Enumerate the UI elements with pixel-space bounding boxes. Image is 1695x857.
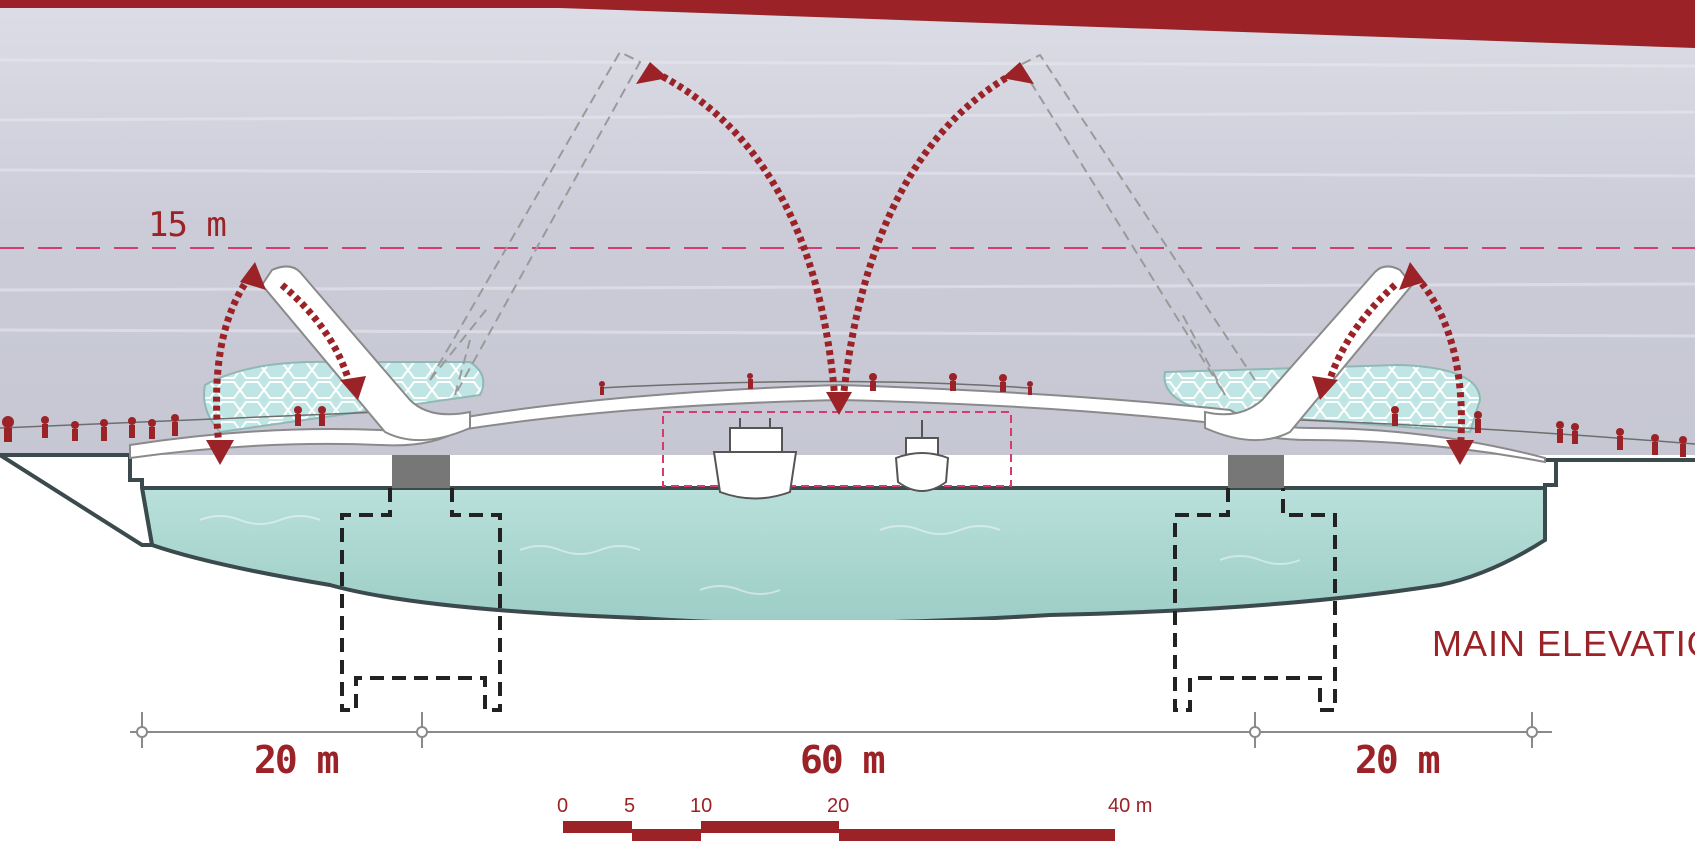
right-embankment — [1543, 460, 1558, 540]
scale-tick-0: 0 — [557, 795, 568, 817]
left-embankment — [0, 453, 155, 547]
movement-arrows — [213, 66, 1465, 456]
right-pier — [1228, 455, 1284, 488]
left-pier — [392, 455, 450, 488]
span-label-left: 20 m — [254, 738, 339, 782]
navigation-clearance-box — [662, 411, 1012, 487]
height-label: 15 m — [148, 205, 226, 245]
scale-bar — [563, 821, 1115, 841]
boat-left — [712, 418, 798, 500]
left-canopy — [203, 360, 485, 434]
scale-tick-40: 40 m — [1108, 795, 1152, 817]
below-ground — [0, 620, 1695, 857]
elevation-title: MAIN ELEVATION — [1432, 623, 1695, 664]
dimension-line — [130, 712, 1552, 748]
span-label-middle: 60 m — [800, 738, 885, 782]
left-bascule-arm — [260, 265, 471, 442]
span-label-right: 20 m — [1355, 738, 1440, 782]
boat-right — [894, 420, 950, 492]
right-foundation — [1173, 488, 1337, 712]
scale-tick-20: 20 — [827, 795, 849, 817]
scale-tick-10: 10 — [690, 795, 712, 817]
right-canopy — [1163, 363, 1482, 434]
top-band — [0, 0, 1695, 48]
pedestrians-and-cyclists — [2, 373, 1687, 457]
bridge-railing — [0, 380, 1695, 445]
raised-position-ghosts — [429, 50, 1256, 396]
arrow-heads — [206, 62, 1474, 465]
left-foundation — [340, 488, 502, 712]
water-ripples — [199, 515, 1301, 595]
scale-tick-5: 5 — [624, 795, 635, 817]
right-bascule-arm — [1204, 265, 1414, 442]
